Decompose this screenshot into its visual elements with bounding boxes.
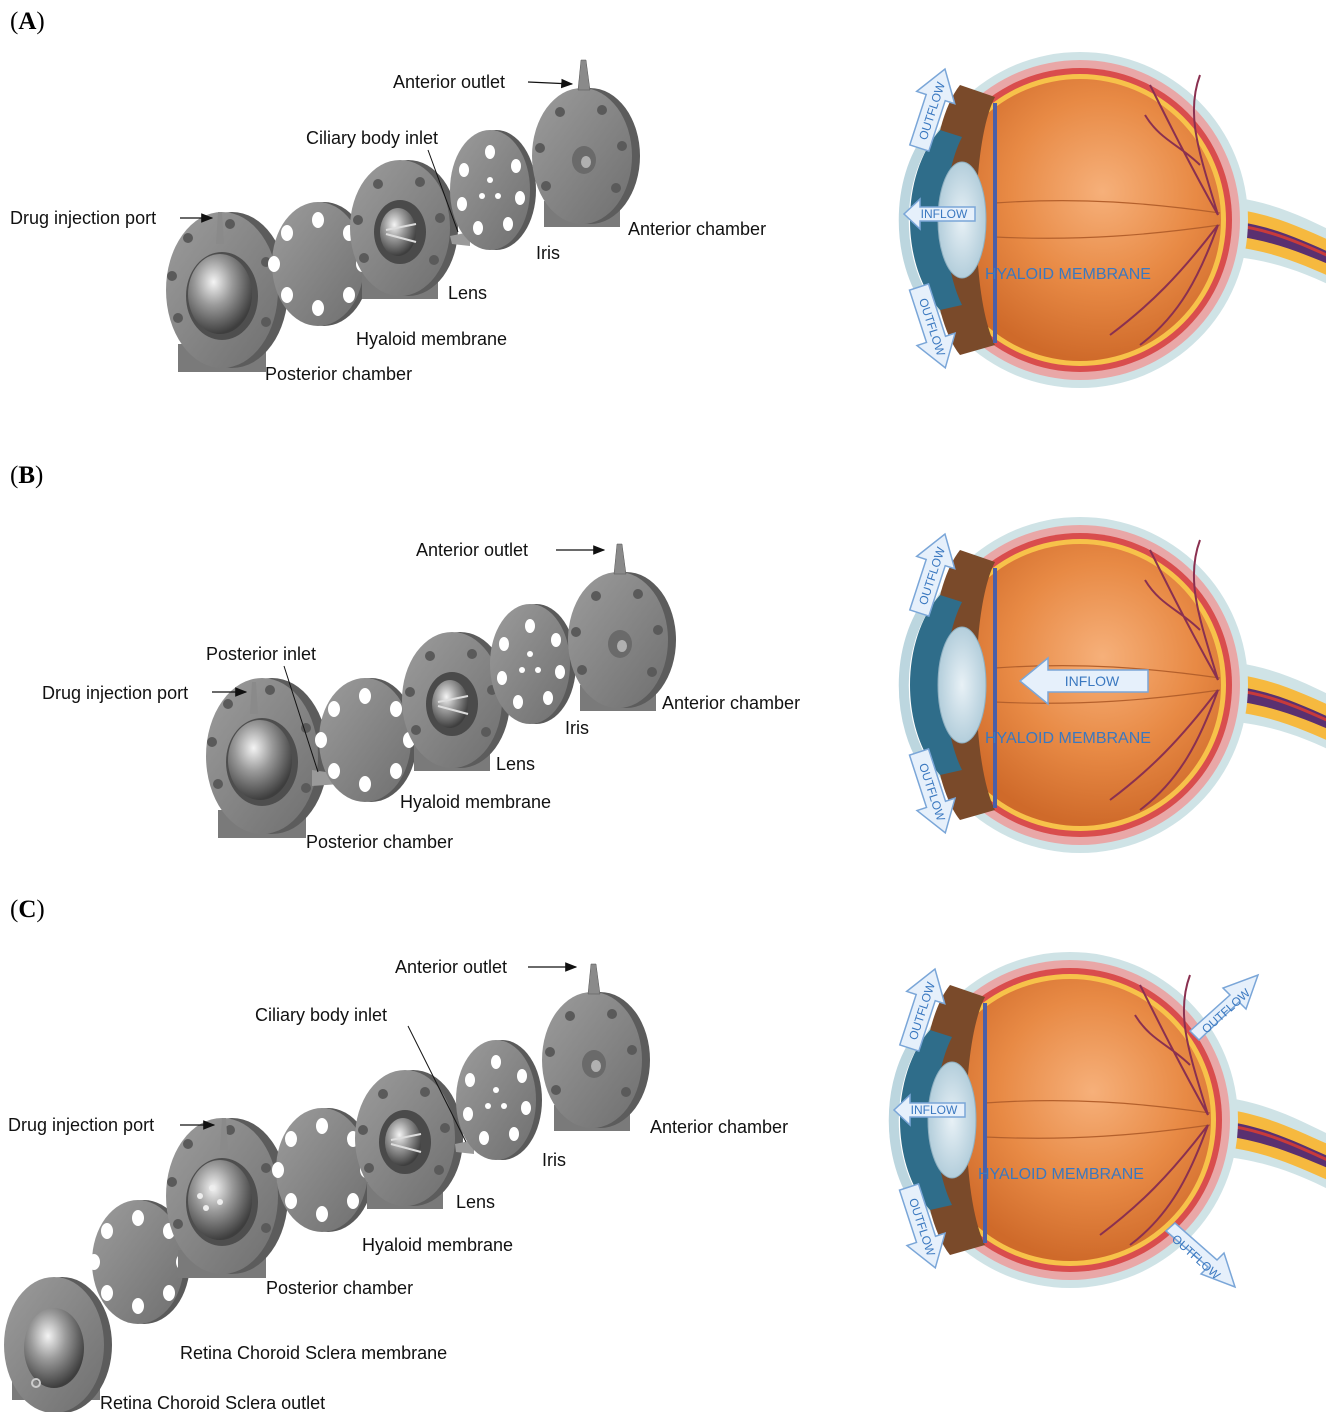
hyaloid-label: HYALOID MEMBRANE — [985, 730, 1151, 747]
label-ciliary-body-inlet: Ciliary body inlet — [255, 1005, 387, 1025]
panel-a-eye: OUTFLOW INFLOW OUTFLOW HYALOID MEMBRANE — [900, 52, 1326, 388]
outflow-arrow-right-bottom: OUTFLOW — [1166, 1223, 1235, 1287]
label-drug-injection-port: Drug injection port — [42, 683, 188, 703]
label-iris: Iris — [536, 243, 560, 263]
hyaloid-label: HYALOID MEMBRANE — [985, 266, 1151, 283]
label-drug-injection-port: Drug injection port — [10, 208, 156, 228]
panel-b-eye: OUTFLOW INFLOW OUTFLOW HYALOID MEMBRANE — [900, 517, 1326, 853]
label-iris: Iris — [565, 718, 589, 738]
label-posterior-inlet: Posterior inlet — [206, 644, 316, 664]
label-lens: Lens — [448, 283, 487, 303]
label-rcs-membrane: Retina Choroid Sclera membrane — [180, 1343, 447, 1363]
panel-b: Anterior outlet Posterior inlet Drug inj… — [42, 517, 1326, 853]
label-hyaloid-membrane: Hyaloid membrane — [400, 792, 551, 812]
panel-c-eye: OUTFLOW INFLOW OUTFLOW OUTFLOW OUTFLOW H… — [890, 952, 1326, 1288]
label-anterior-outlet: Anterior outlet — [416, 540, 528, 560]
label-hyaloid-membrane: Hyaloid membrane — [356, 329, 507, 349]
inflow-label: INFLOW — [1065, 673, 1120, 689]
label-drug-injection-port: Drug injection port — [8, 1115, 154, 1135]
label-anterior-chamber: Anterior chamber — [662, 693, 800, 713]
label-hyaloid-membrane: Hyaloid membrane — [362, 1235, 513, 1255]
panel-c-label: (C) — [10, 896, 45, 924]
hyaloid-label: HYALOID MEMBRANE — [978, 1166, 1144, 1183]
label-posterior-chamber: Posterior chamber — [266, 1278, 413, 1298]
label-lens: Lens — [456, 1192, 495, 1212]
outflow-arrow-right-top: OUTFLOW — [1190, 975, 1258, 1040]
label-posterior-chamber: Posterior chamber — [306, 832, 453, 852]
rcs-outlet-plate — [4, 1277, 112, 1412]
label-anterior-outlet: Anterior outlet — [395, 957, 507, 977]
label-anterior-outlet: Anterior outlet — [393, 72, 505, 92]
outflow-label-right-top: OUTFLOW — [1199, 985, 1253, 1036]
outflow-label-right-bottom: OUTFLOW — [1169, 1232, 1223, 1283]
label-posterior-chamber: Posterior chamber — [265, 364, 412, 384]
panel-a-device — [166, 60, 640, 372]
inflow-label: INFLOW — [911, 1103, 958, 1117]
inflow-label: INFLOW — [921, 207, 968, 221]
panel-b-label: (B) — [10, 462, 43, 490]
label-ciliary-body-inlet: Ciliary body inlet — [306, 128, 438, 148]
label-anterior-chamber: Anterior chamber — [650, 1117, 788, 1137]
panel-a-label: (A) — [10, 8, 45, 36]
label-anterior-chamber: Anterior chamber — [628, 219, 766, 239]
label-lens: Lens — [496, 754, 535, 774]
label-rcs-outlet: Retina Choroid Sclera outlet — [100, 1393, 325, 1412]
panel-c: Anterior outlet Ciliary body inlet Drug … — [4, 952, 1326, 1412]
label-iris: Iris — [542, 1150, 566, 1170]
panel-a: Anterior outlet Ciliary body inlet Drug … — [10, 52, 1326, 388]
